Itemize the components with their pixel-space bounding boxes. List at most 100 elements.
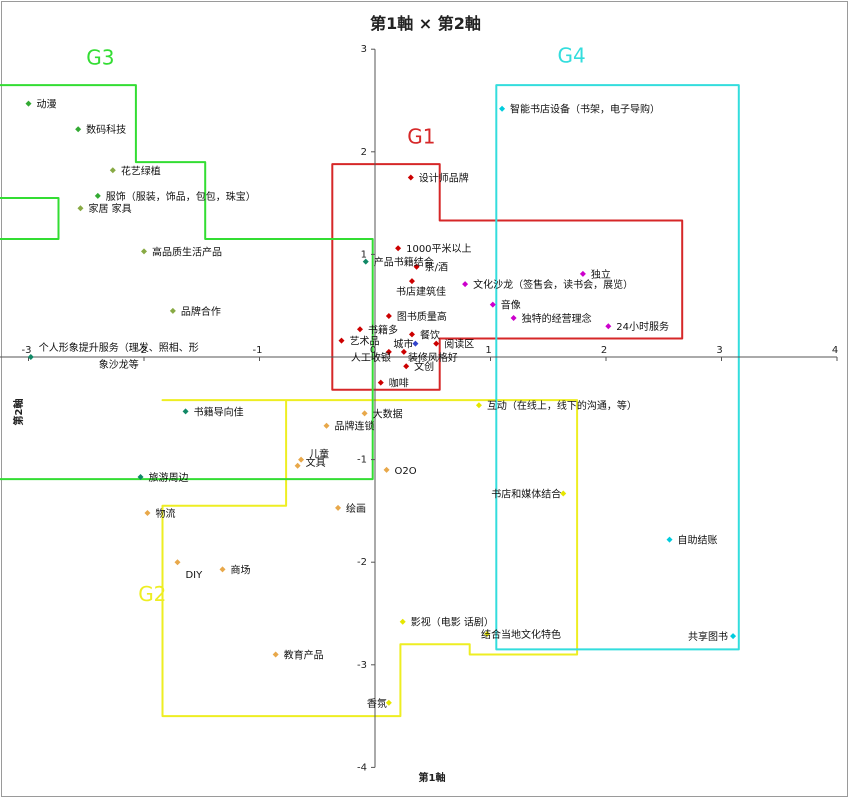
x-tick-label: 2: [601, 345, 607, 356]
data-point: [385, 699, 392, 706]
point-label: 自助结账: [678, 534, 718, 547]
data-point: [400, 348, 407, 355]
group-outline-g4: [495, 84, 740, 651]
data-point: [385, 312, 392, 319]
point-label: 个人形象提升服务（理发、照相、形象沙龙等: [39, 341, 199, 371]
data-point: [408, 278, 415, 285]
data-point: [489, 301, 496, 308]
x-tick-label: 3: [716, 345, 722, 356]
chart-title: 第1軸 × 第2軸: [370, 14, 481, 33]
data-point: [407, 174, 414, 181]
data-point: [412, 340, 419, 347]
data-point: [462, 281, 469, 288]
data-point: [298, 456, 305, 463]
point-label: 书籍多: [368, 323, 398, 336]
point-label: 儿童: [309, 448, 329, 461]
point-label: 24小时服务: [616, 320, 669, 333]
data-point: [294, 462, 301, 469]
x-tick-label: -2: [137, 345, 147, 356]
y-tick-label: 1: [361, 249, 367, 260]
point-label: 独立: [591, 268, 611, 281]
point-label: O2O: [395, 466, 417, 477]
data-points: [25, 100, 737, 706]
data-point: [579, 270, 586, 277]
point-label: 香氛: [367, 697, 387, 710]
group-label-g1: G1: [407, 125, 435, 149]
x-axis-label: 第1軸: [419, 771, 446, 784]
point-label: 共享图书: [688, 630, 728, 643]
data-point: [144, 509, 151, 516]
point-label: 智能书店设备（书架，电子导购）: [510, 103, 660, 116]
point-label: 独特的经营理念: [522, 312, 592, 325]
point-label: 商场: [231, 563, 251, 576]
point-label: 阅读区: [444, 338, 474, 351]
point-label: 影视（电影 话剧）: [411, 616, 494, 629]
data-point: [484, 631, 491, 638]
point-label: 书店和媒体结合: [491, 487, 561, 500]
point-label: 品牌连锁: [334, 420, 374, 433]
data-point: [323, 422, 330, 429]
group-outline-g1: [331, 163, 684, 391]
point-label: 茶/酒: [425, 261, 448, 274]
x-tick-label: 0: [370, 345, 376, 356]
point-label: 服饰（服装，饰品，包包，珠宝）: [106, 190, 256, 203]
data-point: [182, 408, 189, 415]
point-label: 书籍导向佳: [194, 405, 244, 418]
data-point: [141, 248, 147, 255]
point-label: 物流: [155, 507, 175, 520]
point-label: 高品质生活产品: [152, 245, 222, 258]
data-point: [385, 348, 392, 355]
point-label: 人工收银: [351, 351, 391, 364]
data-point: [137, 474, 144, 481]
point-label: 动漫: [37, 99, 57, 111]
point-label: 餐饮: [420, 328, 440, 341]
data-point: [499, 105, 506, 112]
data-point: [413, 263, 420, 270]
point-label: 花艺绿植: [121, 164, 161, 177]
x-tick-label: -3: [22, 345, 32, 356]
point-label: 图书质量高: [397, 310, 447, 323]
point-label: 大数据: [373, 407, 403, 420]
point-label: 咖啡: [389, 378, 409, 390]
data-point: [395, 245, 402, 252]
data-point: [383, 466, 390, 473]
point-label: 结合当地文化特色: [481, 628, 561, 641]
y-tick-label: 2: [361, 147, 367, 158]
data-point: [169, 307, 176, 314]
point-label: 文具: [306, 456, 326, 469]
group-label-g2: G2: [138, 582, 166, 606]
point-label: 绘画: [346, 502, 366, 515]
data-point: [403, 363, 410, 370]
point-label: 品牌合作: [181, 305, 221, 318]
point-label: 数码科技: [86, 123, 126, 136]
data-point: [475, 402, 482, 409]
point-label: 家居 家具: [88, 202, 131, 215]
data-point: [605, 323, 612, 330]
data-point: [433, 340, 440, 347]
group-outline-g3: [0, 84, 374, 481]
data-point: [666, 536, 673, 543]
point-label: 设计师品牌: [419, 171, 469, 184]
point-label: 文创: [414, 360, 434, 373]
data-point: [356, 326, 363, 333]
x-tick-label: -1: [253, 345, 263, 356]
data-point: [27, 354, 34, 360]
data-point: [219, 566, 226, 573]
data-point: [399, 618, 406, 625]
data-point: [560, 490, 567, 497]
data-point: [338, 337, 345, 344]
data-point: [94, 192, 101, 199]
data-point: [109, 167, 116, 174]
point-label: 旅游周边: [149, 471, 189, 484]
data-point: [408, 331, 415, 338]
point-label: 产品书籍结合: [374, 256, 434, 269]
point-label: 音像: [501, 299, 521, 312]
data-point: [362, 258, 369, 265]
point-label: DIY: [185, 570, 203, 581]
data-point: [77, 205, 84, 212]
point-label: 城市: [393, 338, 413, 351]
